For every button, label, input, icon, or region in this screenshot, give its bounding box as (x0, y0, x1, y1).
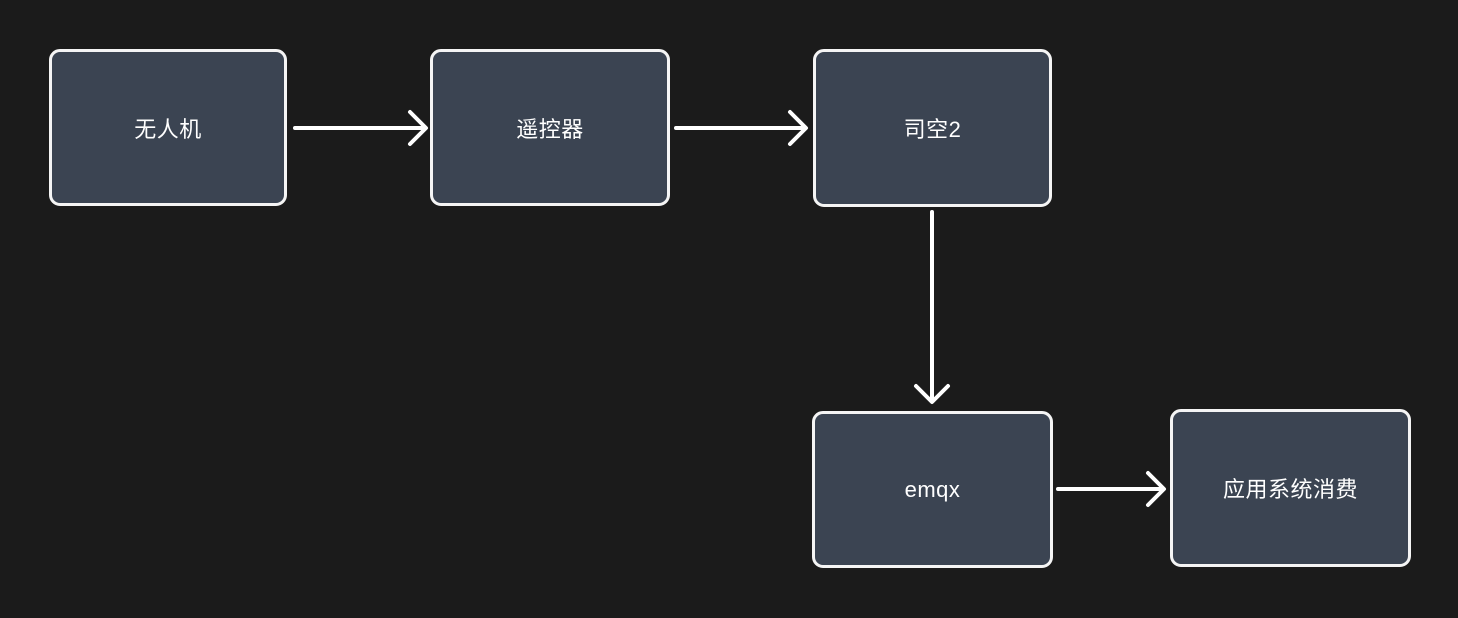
arrow-emqx-to-app-consume (1056, 471, 1166, 507)
node-sikong2-label: 司空2 (903, 117, 962, 142)
node-drone: 无人机 (49, 49, 287, 206)
node-app-system-consume-label: 应用系统消费 (1222, 477, 1358, 502)
node-emqx: emqx (812, 411, 1053, 568)
node-remote-controller-label: 遥控器 (516, 116, 584, 142)
node-drone-label: 无人机 (134, 116, 202, 142)
node-emqx-label: emqx (904, 476, 961, 502)
arrow-drone-to-remote (293, 110, 428, 146)
arrow-sikong2-to-emqx (914, 210, 950, 404)
arrow-remote-to-sikong2 (674, 110, 808, 146)
node-sikong2: 司空2 (813, 49, 1052, 207)
node-remote-controller: 遥控器 (430, 49, 670, 206)
node-app-system-consume: 应用系统消费 (1170, 409, 1411, 567)
